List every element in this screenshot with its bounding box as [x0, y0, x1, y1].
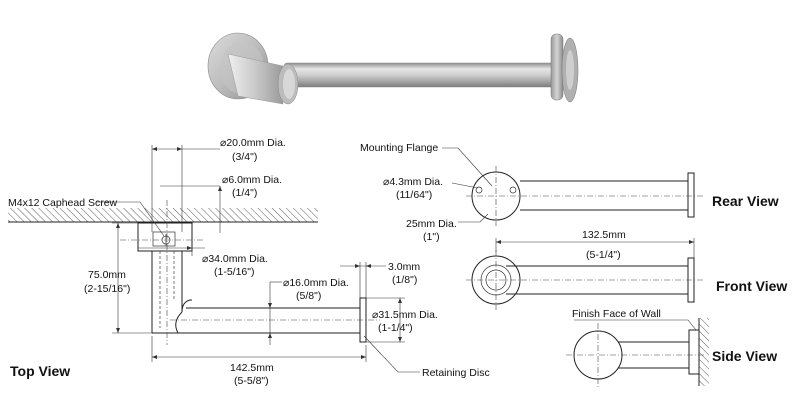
label-d25-in: (1") — [423, 231, 440, 243]
label-d31-in: (1-1/4") — [378, 322, 413, 334]
label-d6-mm: ⌀6.0mm Dia. — [222, 174, 282, 186]
title-front-view: Front View — [716, 278, 787, 294]
rear-view: Mounting Flange ⌀4.3mm Dia. (11/64") 25m… — [360, 142, 779, 243]
product-photo — [207, 32, 579, 105]
label-l142-mm: 142.5mm — [230, 362, 274, 374]
front-view: 132.5mm (5-1/4") Front View — [466, 229, 787, 310]
label-l132-mm: 132.5mm — [582, 229, 626, 241]
photo-retaining-disc — [550, 33, 564, 101]
top-view: ⌀20.0mm Dia. (3/4") ⌀6.0mm Dia. (1/4") M… — [8, 137, 490, 387]
label-finish-face-of-wall: Finish Face of Wall — [572, 308, 661, 320]
label-d34-mm: ⌀34.0mm Dia. — [202, 253, 268, 265]
side-wall-hatching — [699, 318, 709, 386]
photo-rod — [283, 62, 561, 88]
label-d6-in: (1/4") — [232, 187, 257, 199]
label-d20-in: (3/4") — [232, 151, 257, 163]
label-t3-mm: 3.0mm — [388, 261, 420, 273]
label-d43-in: (11/64") — [396, 189, 432, 201]
label-h75-mm: 75.0mm — [88, 269, 126, 281]
label-d20-mm: ⌀20.0mm Dia. — [220, 137, 286, 149]
label-mounting-flange: Mounting Flange — [360, 142, 438, 154]
label-caphead-screw: M4x12 Caphead Screw — [8, 197, 118, 209]
label-retaining-disc: Retaining Disc — [422, 367, 490, 379]
label-d43-mm: ⌀4.3mm Dia. — [383, 176, 443, 188]
side-view: Finish Face of Wall Side View — [566, 308, 777, 387]
label-d16-in: (5/8") — [296, 290, 321, 302]
label-d31-mm: ⌀31.5mm Dia. — [372, 309, 438, 321]
title-side-view: Side View — [712, 348, 777, 364]
label-d16-mm: ⌀16.0mm Dia. — [283, 277, 349, 289]
wall-hatching — [8, 208, 318, 222]
label-t3-in: (1/8") — [392, 274, 417, 286]
photo-post — [227, 53, 284, 105]
label-l132-in: (5-1/4") — [586, 249, 621, 261]
label-h75-in: (2-15/16") — [84, 283, 130, 295]
title-top-view: Top View — [10, 363, 70, 379]
label-d34-in: (1-5/16") — [214, 266, 255, 278]
label-d25-mm: 25mm Dia. — [406, 218, 457, 230]
label-l142-in: (5-5/8") — [234, 375, 269, 387]
title-rear-view: Rear View — [712, 193, 779, 209]
